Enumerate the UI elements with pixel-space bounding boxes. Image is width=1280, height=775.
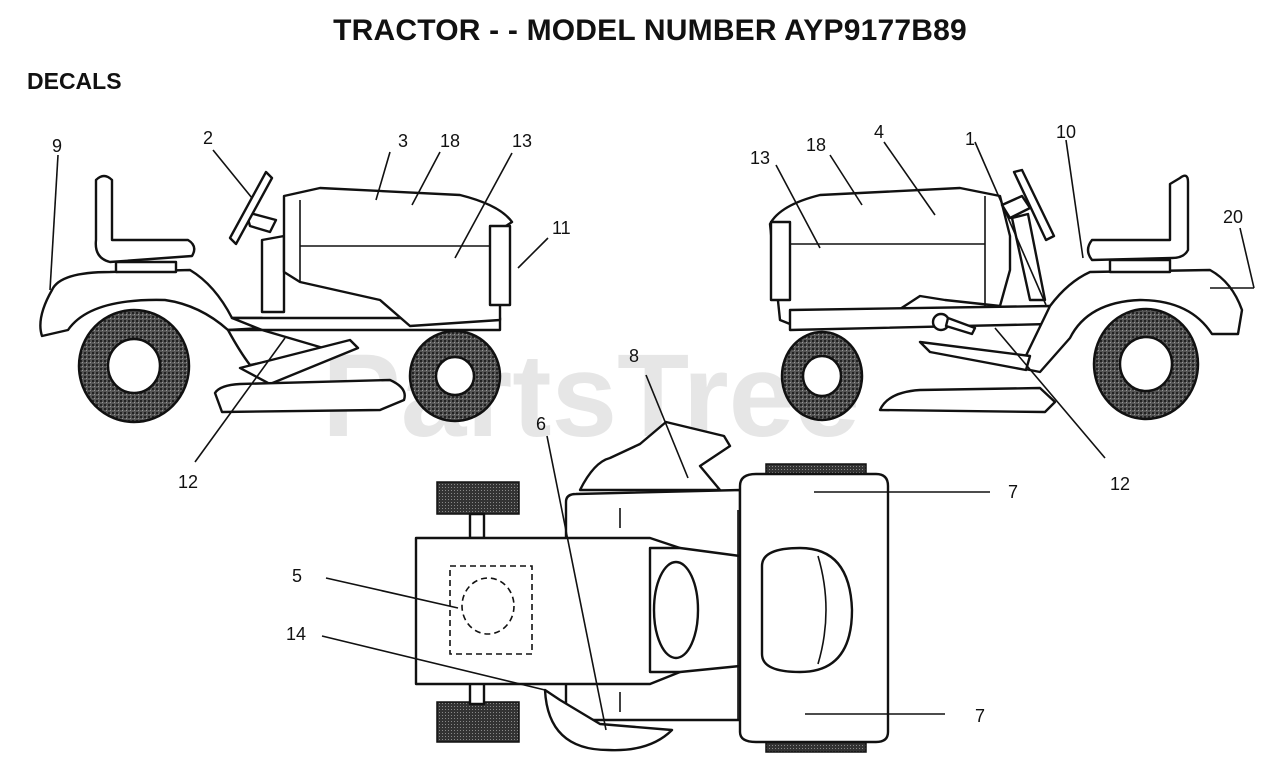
callout-6: 6 <box>536 414 546 434</box>
tractor-top-view: 8 6 7 7 5 14 <box>286 346 1018 753</box>
callout-5: 5 <box>292 566 302 586</box>
tractor-left-side-view: 9 2 3 18 13 11 12 <box>39 128 571 492</box>
page-title: TRACTOR - - MODEL NUMBER AYP9177B89 <box>333 14 967 47</box>
callout-13: 13 <box>512 131 532 151</box>
callout-18: 18 <box>440 131 460 151</box>
callout-11: 11 <box>552 218 571 238</box>
callout-9: 9 <box>52 136 62 156</box>
callout-1: 1 <box>965 129 975 149</box>
callout-3: 3 <box>398 131 408 151</box>
callout-12: 12 <box>178 472 198 492</box>
callout-8: 8 <box>629 346 639 366</box>
callout-7-front: 7 <box>1008 482 1018 502</box>
callout-10: 10 <box>1056 122 1076 142</box>
callout-2: 2 <box>203 128 213 148</box>
section-label: DECALS <box>27 68 122 94</box>
callout-7-bottom: 7 <box>975 706 985 726</box>
watermark-text: PartsTree <box>322 330 860 462</box>
callout-14: 14 <box>286 624 306 644</box>
callout-13: 13 <box>750 148 770 168</box>
callout-12: 12 <box>1110 474 1130 494</box>
callout-4: 4 <box>874 122 884 142</box>
callout-20: 20 <box>1223 207 1243 227</box>
callout-18: 18 <box>806 135 826 155</box>
tractor-right-side-view: 13 18 4 1 10 20 12 <box>750 122 1255 494</box>
